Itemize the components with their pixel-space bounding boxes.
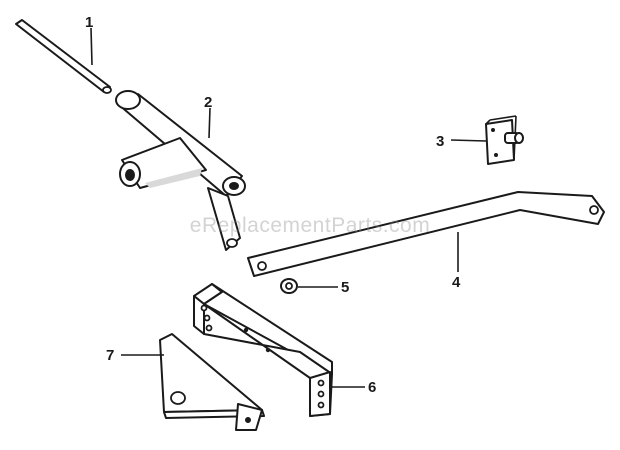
part-4-flat-bar[interactable] (247, 191, 605, 277)
callout-5: 5 (341, 279, 349, 296)
part-6-z-bracket[interactable] (193, 283, 333, 417)
part-5-nut[interactable] (280, 278, 298, 294)
callout-3: 3 (436, 133, 444, 150)
part-2-lever[interactable] (115, 90, 246, 251)
callout-4: 4 (452, 274, 461, 291)
callout-2: 2 (204, 94, 212, 111)
callout-labels: 1 2 3 4 5 6 7 (85, 14, 461, 396)
part-1-rod[interactable] (15, 19, 112, 94)
part-7-triangle-bracket[interactable] (159, 333, 265, 431)
callout-1: 1 (85, 14, 93, 31)
callout-7: 7 (106, 347, 114, 364)
leader-lines (90, 27, 487, 388)
watermark: eReplacementParts.com (189, 214, 431, 237)
callout-6: 6 (368, 379, 376, 396)
part-3-bracket[interactable] (485, 115, 524, 165)
